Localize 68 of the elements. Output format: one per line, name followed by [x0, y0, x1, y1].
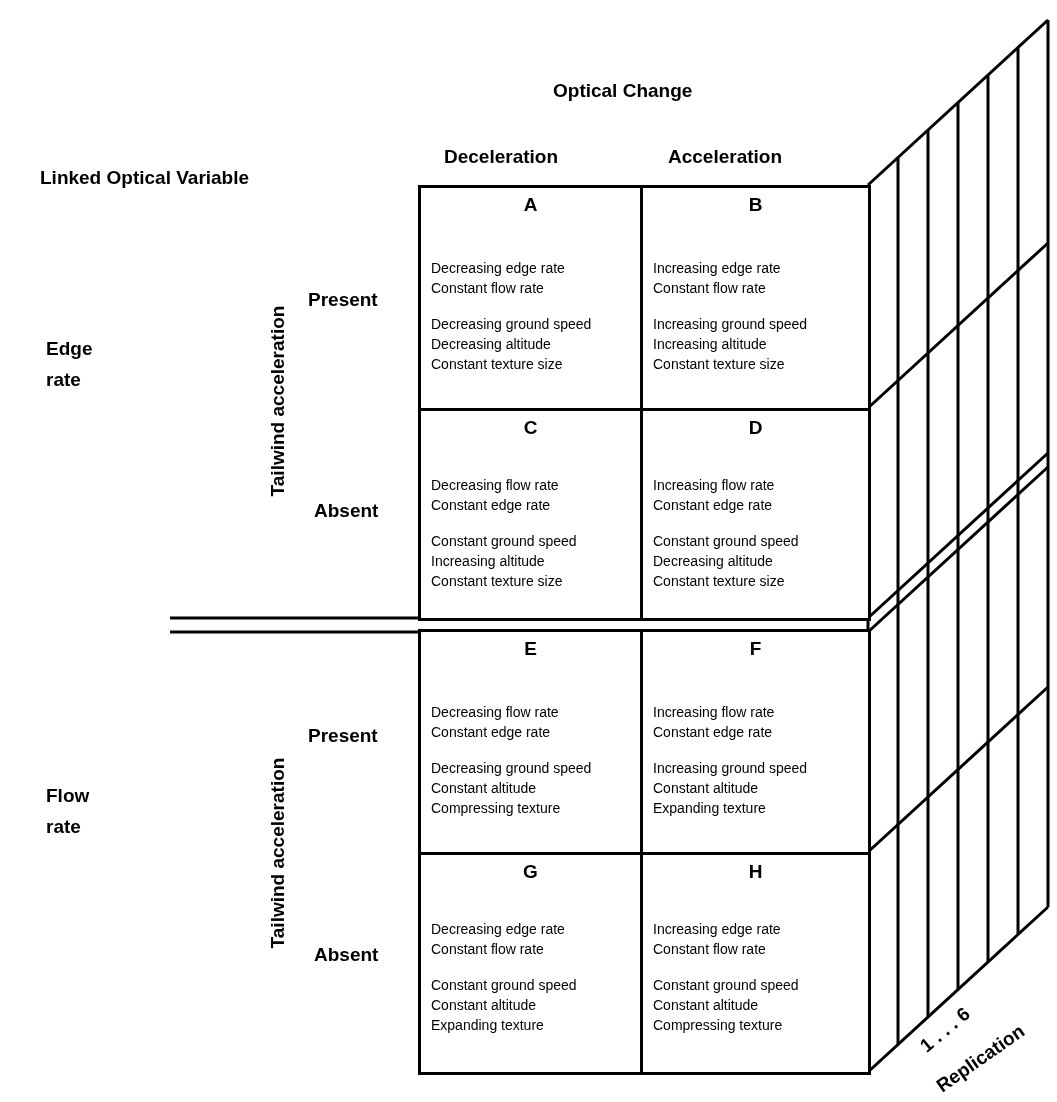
cell-text: Decreasing edge rate [431, 260, 565, 276]
cell-letter: D [747, 417, 764, 439]
cell-text: Decreasing altitude [653, 553, 773, 569]
cell-text: Increasing ground speed [653, 316, 808, 332]
cell-text: Constant ground speed [431, 533, 577, 549]
cell-text: Constant ground speed [653, 533, 799, 549]
axis-title: Linked Optical Variable [40, 166, 251, 190]
cell-text: Constant texture size [653, 356, 785, 372]
cell-letter: A [522, 194, 539, 216]
condition-cell [640, 629, 871, 855]
rotated-label: Tailwind acceleration [267, 304, 289, 499]
cell-text: Constant edge rate [653, 497, 773, 513]
cell-text: Decreasing ground speed [431, 760, 592, 776]
column-header: Deceleration [444, 146, 559, 168]
cell-text: Increasing altitude [431, 553, 545, 569]
cell-text: Constant altitude [431, 997, 537, 1013]
cell-text: Constant texture size [431, 573, 563, 589]
condition-cell [418, 852, 643, 1075]
column-header: Acceleration [668, 146, 783, 168]
cell-text: Constant texture size [431, 356, 563, 372]
cell-text: Decreasing flow rate [431, 704, 559, 720]
cell-letter: E [523, 638, 538, 660]
cell-text: Constant flow rate [431, 280, 544, 296]
row-header: Absent [314, 944, 379, 966]
cell-text: Constant edge rate [431, 497, 551, 513]
cell-text: Compressing texture [431, 800, 561, 816]
cell-letter: H [747, 861, 764, 883]
row-header: Absent [314, 500, 379, 522]
rotated-label: Tailwind acceleration [267, 756, 289, 951]
cell-text: Compressing texture [653, 1017, 783, 1033]
cell-letter: B [747, 194, 764, 216]
cell-text: Expanding texture [431, 1017, 544, 1033]
cell-text: Expanding texture [653, 800, 766, 816]
cell-text: Constant flow rate [431, 941, 544, 957]
cell-text: Constant edge rate [653, 724, 773, 740]
row-header: Present [308, 725, 378, 747]
cell-text: Decreasing altitude [431, 336, 551, 352]
condition-cell [640, 408, 871, 621]
cell-text: Constant texture size [653, 573, 785, 589]
cell-text: Constant flow rate [653, 941, 766, 957]
row-header: Present [308, 289, 378, 311]
cell-letter: F [748, 638, 763, 660]
row-group-title: Edge rate [46, 337, 94, 392]
cell-letter: G [522, 861, 539, 883]
cell-text: Increasing edge rate [653, 921, 781, 937]
cell-text: Constant altitude [653, 997, 759, 1013]
cell-text: Increasing flow rate [653, 704, 775, 720]
condition-cell [640, 185, 871, 411]
condition-cell [418, 629, 643, 855]
condition-cell [640, 852, 871, 1075]
cell-text: Increasing flow rate [653, 477, 775, 493]
cell-text: Increasing altitude [653, 336, 767, 352]
cell-text: Constant ground speed [431, 977, 577, 993]
cell-text: Decreasing ground speed [431, 316, 592, 332]
cell-text: Constant flow rate [653, 280, 766, 296]
cell-text: Decreasing edge rate [431, 921, 565, 937]
condition-cell [418, 185, 643, 411]
cell-text: Increasing edge rate [653, 260, 781, 276]
row-group-title: Flow rate [46, 784, 91, 839]
cell-text: Increasing ground speed [653, 760, 808, 776]
cell-text: Constant altitude [431, 780, 537, 796]
cell-text: Constant edge rate [431, 724, 551, 740]
chart-title: Optical Change [553, 80, 693, 102]
condition-cell [418, 408, 643, 621]
cell-text: Decreasing flow rate [431, 477, 559, 493]
cell-text: Constant ground speed [653, 977, 799, 993]
cell-letter: C [522, 417, 539, 439]
cell-text: Constant altitude [653, 780, 759, 796]
